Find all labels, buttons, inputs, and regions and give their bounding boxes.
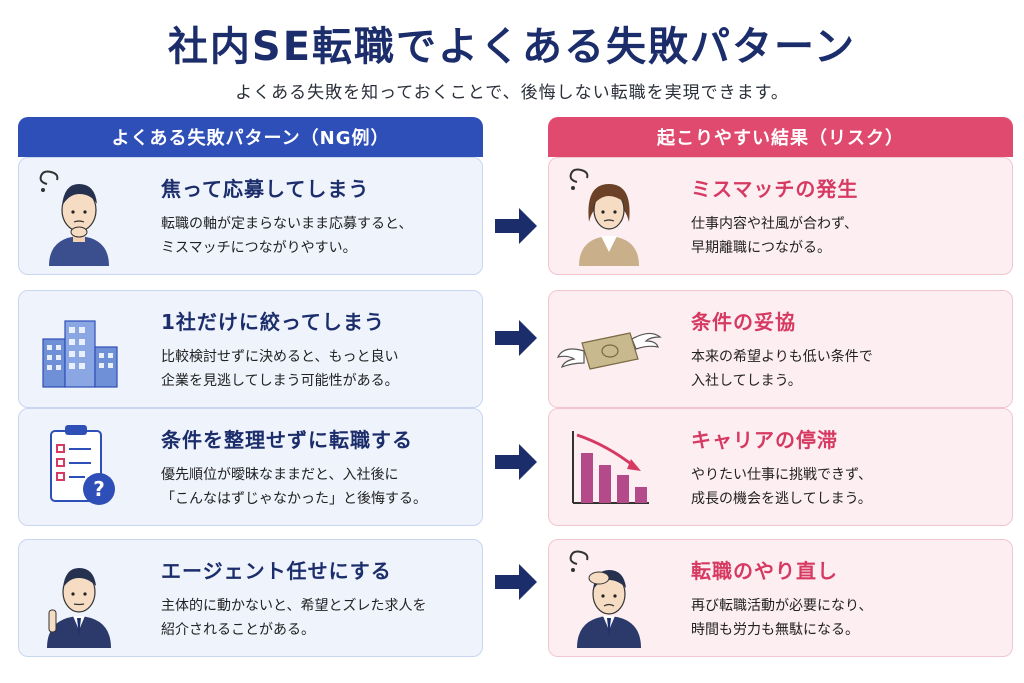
description-line: 成長の機会を逃してしまう。 [691,490,872,507]
description-line: 主体的に動かないと、希望とズレた求人を [161,597,427,614]
pattern-description: 比較検討せずに決めると、もっと良い 企業を見逃してしまう可能性がある。 [161,345,399,393]
description-line: 紹介されることがある。 [161,621,315,638]
description-line: 仕事内容や社風が合わず、 [691,215,859,232]
result-description: 本来の希望よりも低い条件で 入社してしまう。 [691,345,873,393]
results-header: 起こりやすい結果（リスク） [548,117,1013,157]
result-card-3: キャリアの停滞 やりたい仕事に挑戦できず、 成長の機会を逃してしまう。 [548,408,1013,526]
result-heading: 転職のやり直し [691,558,838,583]
svg-text:?: ? [93,477,105,501]
confused-man-icon [19,161,139,271]
result-heading: 条件の妥協 [691,309,796,334]
page-title: 社内SE転職でよくある失敗パターン [167,24,857,70]
description-line: 入社してしまう。 [691,372,802,389]
description-line: 早期離職につながる。 [691,239,831,256]
description-line: 企業を見逃してしまう可能性がある。 [161,372,399,389]
result-heading: ミスマッチの発生 [691,176,859,201]
description-line: ミスマッチにつながりやすい。 [161,239,357,256]
office-buildings-icon [19,294,139,404]
pattern-description: 転職の軸が定まらないまま応募すると、 ミスマッチにつながりやすい。 [161,212,412,260]
result-description: やりたい仕事に挑戦できず、 成長の機会を逃してしまう。 [691,463,872,511]
worried-woman-icon [549,161,669,271]
result-description: 再び転職活動が必要になり、 時間も労力も無駄になる。 [691,594,872,642]
pattern-heading: 焦って応募してしまう [161,176,370,201]
result-card-2: 条件の妥協 本来の希望よりも低い条件で 入社してしまう。 [548,290,1013,408]
right-arrow-icon [495,208,537,244]
pattern-heading: 条件を整理せずに転職する [161,427,413,452]
flying-money-icon [549,294,669,404]
patterns-header: よくある失敗パターン（NG例） [18,117,483,157]
pattern-card-2: 1社だけに絞ってしまう 比較検討せずに決めると、もっと良い 企業を見逃してしまう… [18,290,483,408]
right-arrow-icon [495,564,537,600]
stressed-man-icon [549,543,669,653]
description-line: やりたい仕事に挑戦できず、 [691,466,873,483]
pattern-heading: 1社だけに絞ってしまう [161,309,385,334]
pattern-description: 優先順位が曖昧なままだと、入社後に 「こんなはずじゃなかった」と後悔する。 [161,463,427,511]
result-card-4: 転職のやり直し 再び転職活動が必要になり、 時間も労力も無駄になる。 [548,539,1013,657]
right-arrow-icon [495,444,537,480]
right-arrow-icon [495,320,537,356]
pattern-card-3: ? 条件を整理せずに転職する 優先順位が曖昧なままだと、入社後に 「こんなはずじ… [18,408,483,526]
result-heading: キャリアの停滞 [691,427,838,452]
description-line: 転職の軸が定まらないまま応募すると、 [161,215,413,232]
results-column: 起こりやすい結果（リスク） ミスマッチの発生 仕事内容や社風が合わず、 早期離職… [548,117,1013,662]
declining-chart-icon [549,412,669,522]
pattern-card-1: 焦って応募してしまう 転職の軸が定まらないまま応募すると、 ミスマッチにつながり… [18,157,483,275]
description-line: 時間も労力も無駄になる。 [691,621,859,638]
description-line: 「こんなはずじゃなかった」と後悔する。 [161,490,427,507]
description-line: 再び転職活動が必要になり、 [691,597,873,614]
page-subtitle: よくある失敗を知っておくことで、後悔しない転職を実現できます。 [235,83,789,103]
patterns-column: よくある失敗パターン（NG例） 焦って応募してしまう 転職の軸が定まらないまま応… [18,117,483,662]
pattern-heading: エージェント任せにする [161,558,392,583]
description-line: 優先順位が曖昧なままだと、入社後に [161,466,399,483]
description-line: 本来の希望よりも低い条件で [691,348,873,365]
result-description: 仕事内容や社風が合わず、 早期離職につながる。 [691,212,858,260]
pattern-card-4: エージェント任せにする 主体的に動かないと、希望とズレた求人を 紹介されることが… [18,539,483,657]
clipboard-question-icon: ? [19,412,139,522]
result-card-1: ミスマッチの発生 仕事内容や社風が合わず、 早期離職につながる。 [548,157,1013,275]
businessman-pointing-icon [19,543,139,653]
description-line: 比較検討せずに決めると、もっと良い [161,348,399,365]
pattern-description: 主体的に動かないと、希望とズレた求人を 紹介されることがある。 [161,594,426,642]
